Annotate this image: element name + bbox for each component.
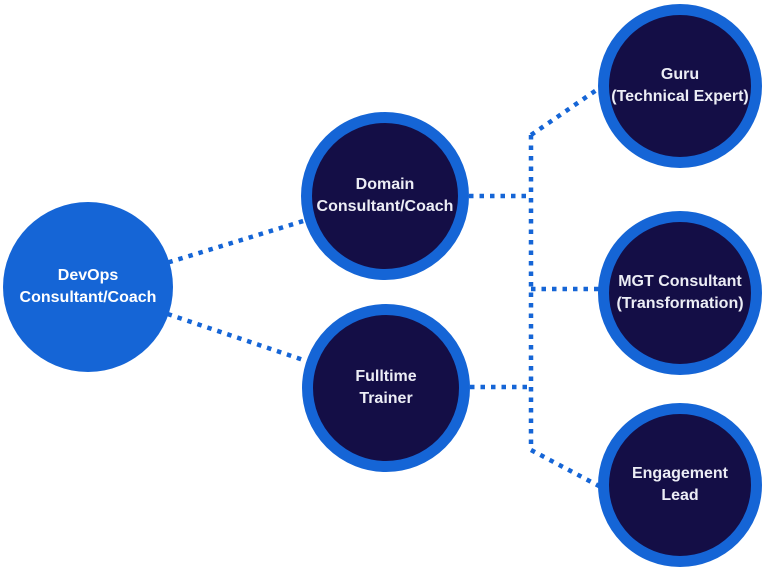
node-fulltime-trainer: Fulltime Trainer	[302, 304, 470, 472]
node-label-line: DevOps	[57, 267, 119, 284]
node-label-line: Engagement	[631, 465, 728, 482]
node-label-line: Consultant/Coach	[316, 198, 454, 215]
node-label-line: Consultant/Coach	[19, 289, 157, 306]
node-label-line: Guru	[660, 66, 700, 83]
node-label-line: (Technical Expert)	[611, 88, 749, 105]
node-domain-consultant-coach: Domain Consultant/Coach	[301, 112, 469, 280]
node-guru-technical-expert: Guru (Technical Expert)	[598, 4, 762, 168]
node-label-line: Fulltime	[355, 368, 417, 385]
node-label-line: (Transformation)	[616, 295, 744, 312]
node-label-line: MGT Consultant	[618, 273, 742, 290]
node-label-line: Lead	[661, 487, 699, 504]
node-engagement-lead: Engagement Lead	[598, 403, 762, 567]
node-label-line: Domain	[355, 176, 415, 193]
node-mgt-consultant-transformation: MGT Consultant (Transformation)	[598, 211, 762, 375]
node-label-line: Trainer	[359, 390, 413, 407]
node-devops-consultant-coach: DevOps Consultant/Coach	[3, 202, 173, 372]
